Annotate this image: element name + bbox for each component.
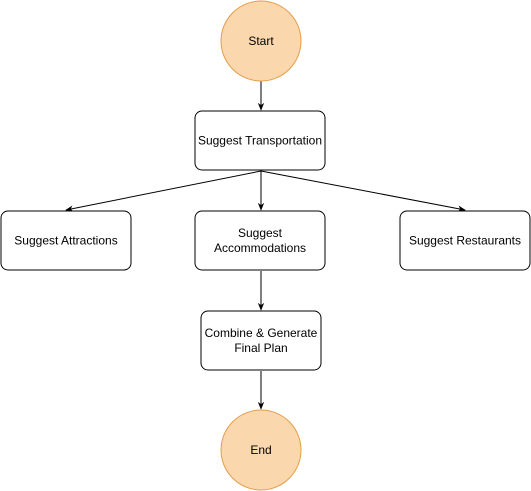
combine-generate-label-line-1: Combine & Generate xyxy=(205,326,318,340)
suggest-attractions-process-box xyxy=(0,210,132,271)
edge-suggest-transportation-to-suggest-attractions xyxy=(65,170,262,212)
suggest-accommodations-label-line-1: Suggest xyxy=(238,226,283,240)
end-label: End xyxy=(250,443,271,457)
edges-layer xyxy=(65,81,466,410)
node-suggest-restaurants: Suggest Restaurants xyxy=(399,210,531,271)
suggest-accommodations-label-line-2: Accommodations xyxy=(214,241,306,255)
node-suggest-attractions: Suggest Attractions xyxy=(0,210,132,271)
node-start: Start xyxy=(220,0,302,82)
suggest-accommodations-process-box xyxy=(194,210,326,271)
end-terminal-shape xyxy=(220,409,302,491)
node-suggest-transportation: Suggest Transportation xyxy=(194,110,326,171)
suggest-restaurants-label: Suggest Restaurants xyxy=(409,234,521,248)
start-label: Start xyxy=(248,34,274,48)
start-terminal-shape xyxy=(220,0,302,82)
suggest-attractions-label: Suggest Attractions xyxy=(14,234,117,248)
combine-generate-process-box xyxy=(200,310,322,371)
suggest-transportation-process-box xyxy=(194,110,326,171)
suggest-transportation-label: Suggest Transportation xyxy=(198,134,322,148)
combine-generate-label-line-2: Final Plan xyxy=(234,341,287,355)
edge-suggest-transportation-to-suggest-restaurants xyxy=(260,170,466,212)
suggest-restaurants-process-box xyxy=(399,210,531,271)
node-end: End xyxy=(220,409,302,491)
